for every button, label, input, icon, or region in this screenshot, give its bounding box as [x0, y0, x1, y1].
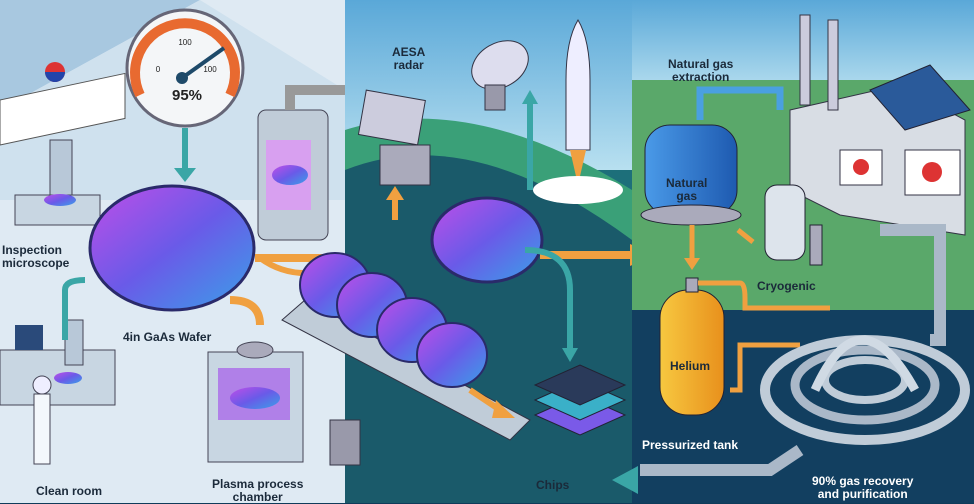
label-plasma-chamber: Plasma process chamber [212, 477, 304, 504]
label-natural-gas-tank: Natural gas [666, 176, 708, 203]
gauge-tick-left: 0 [156, 65, 161, 74]
arrow-down-icon [174, 168, 196, 182]
label-gas-recovery: 90% gas recovery and purification [812, 474, 914, 501]
applications-panel [258, 0, 655, 503]
helium-supply-panel [612, 0, 974, 503]
conveyor-icon [281, 299, 531, 466]
satellite-dish-icon [471, 40, 529, 111]
gauge-needle [180, 46, 226, 80]
wafer-main [88, 184, 256, 312]
label-inspection-microscope: Inspection microscope [2, 243, 70, 270]
recovery-coil-icon [760, 335, 970, 445]
arrow-left-icon [612, 466, 638, 494]
factory-icon [789, 14, 971, 236]
label-helium: Helium [670, 359, 711, 373]
chips-stack-icon [533, 364, 627, 436]
label-wafer: 4in GaAs Wafer [123, 330, 212, 344]
plasma-chamber-icon [207, 341, 304, 463]
pipe [640, 445, 804, 476]
label-pressurized-tank: Pressurized tank [642, 438, 739, 452]
arrow-orange-icon [229, 296, 264, 326]
furnace-icon [257, 85, 345, 241]
label-cryogenic: Cryogenic [757, 279, 816, 293]
radar-icon [357, 89, 431, 186]
label-clean-room: Clean room [36, 484, 103, 498]
label-natural-gas-extraction: Natural gas extraction [668, 57, 734, 84]
korean-flag-icon [45, 62, 65, 82]
gauge-reading: 95% [172, 87, 202, 104]
helium-tank-icon [659, 277, 725, 416]
cryogenic-tank-icon [764, 184, 823, 266]
gauge: 100 0 100 95% [125, 8, 245, 128]
label-chips: Chips [536, 478, 570, 492]
label-aesa-radar: AESA radar [392, 45, 426, 72]
natural-gas-tank-icon [640, 124, 742, 226]
workstation-icon [0, 319, 116, 465]
pipe [880, 224, 946, 346]
gauge-tick-right: 100 [203, 65, 217, 74]
microscope-icon [14, 139, 101, 226]
rocket-icon [533, 19, 623, 204]
gauge-tick-top: 100 [178, 38, 192, 47]
wafer-center [430, 196, 544, 284]
